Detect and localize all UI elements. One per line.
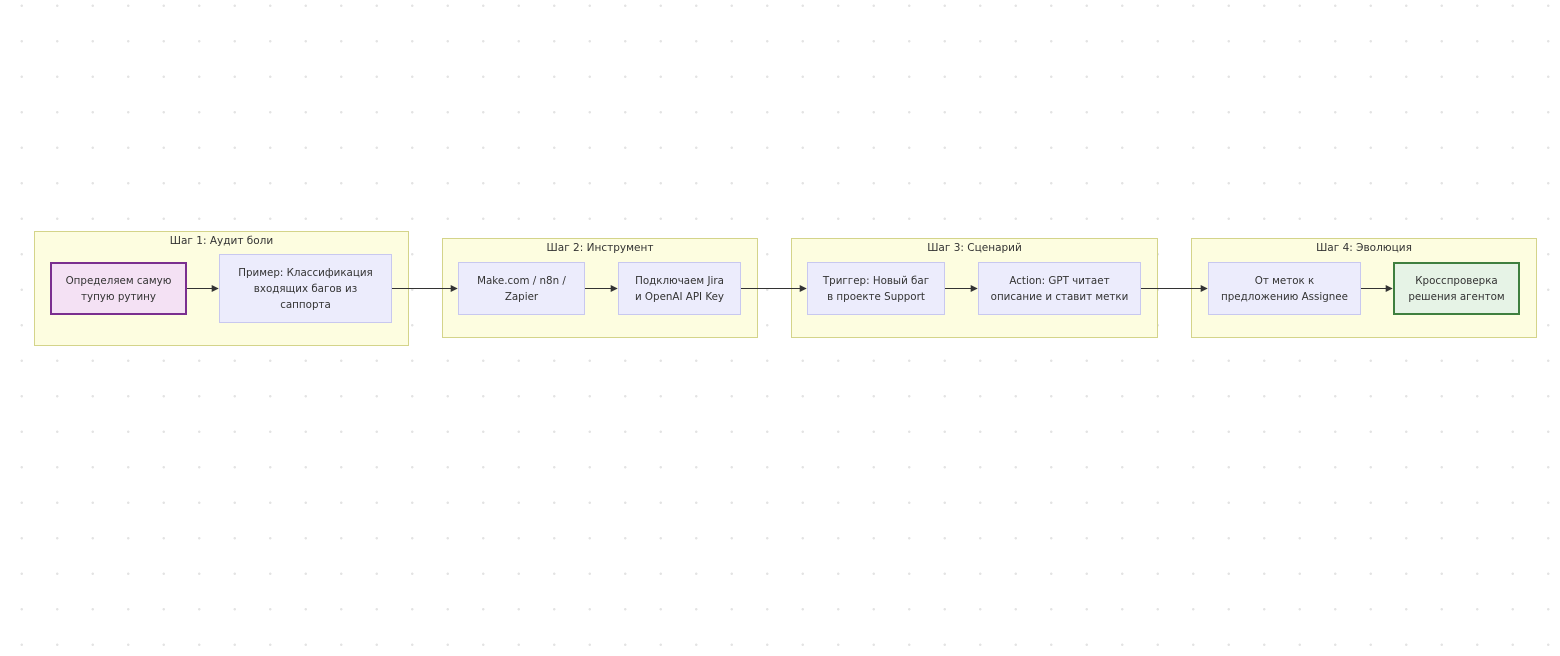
node-action-gpt[interactable]: Action: GPT читает описание и ставит мет… xyxy=(978,262,1141,315)
node-label: Подключаем Jira и OpenAI API Key xyxy=(634,274,725,303)
node-trigger[interactable]: Триггер: Новый баг в проекте Support xyxy=(807,262,945,315)
node-label: Кросспроверка решения агентом xyxy=(1408,274,1505,303)
node-label: Пример: Классификация входящих багов из … xyxy=(238,266,373,311)
node-cross-check[interactable]: Кросспроверка решения агентом xyxy=(1393,262,1520,315)
node-example-classification[interactable]: Пример: Классификация входящих багов из … xyxy=(219,254,392,323)
node-label: Триггер: Новый баг в проекте Support xyxy=(822,274,930,303)
node-label: Make.com / n8n / Zapier xyxy=(477,274,566,303)
node-label: Определяем самую тупую рутину xyxy=(65,274,172,303)
node-assignee-suggestion[interactable]: От меток к предложению Assignee xyxy=(1208,262,1361,315)
group-title-step-2: Шаг 2: Инструмент xyxy=(546,242,654,254)
node-connect-jira[interactable]: Подключаем Jira и OpenAI API Key xyxy=(618,262,741,315)
group-title-step-4: Шаг 4: Эволюция xyxy=(1316,242,1412,254)
node-define-routine[interactable]: Определяем самую тупую рутину xyxy=(50,262,187,315)
node-label: Action: GPT читает описание и ставит мет… xyxy=(990,274,1129,303)
group-title-step-1: Шаг 1: Аудит боли xyxy=(169,235,274,247)
node-tools[interactable]: Make.com / n8n / Zapier xyxy=(458,262,585,315)
group-title-step-3: Шаг 3: Сценарий xyxy=(927,242,1022,254)
node-label: От меток к предложению Assignee xyxy=(1221,274,1348,303)
